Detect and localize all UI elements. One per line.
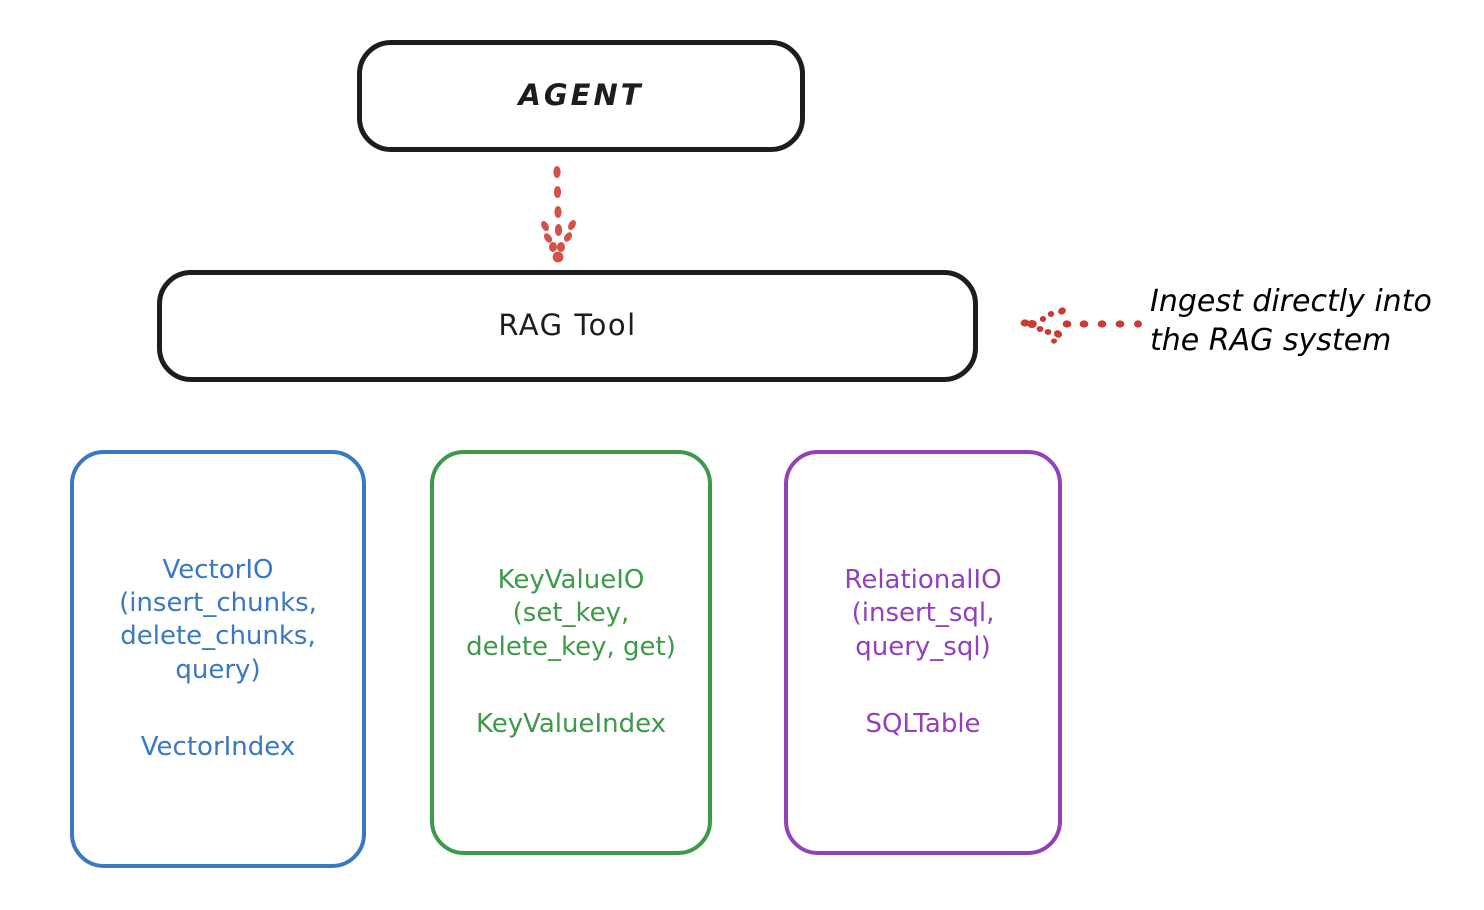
annotation-ingest-note: Ingest directly into the RAG system: [1150, 284, 1432, 358]
node-relational-io-api-label: RelationalIO (insert_sql, query_sql): [844, 564, 1002, 662]
node-rag-tool[interactable]: RAG Tool: [157, 270, 978, 382]
node-rag-tool-label: RAG Tool: [498, 308, 637, 343]
node-agent[interactable]: AGENT: [357, 40, 805, 152]
node-relational-io[interactable]: RelationalIO (insert_sql, query_sql) SQL…: [784, 450, 1062, 855]
node-vector-io-api-label: VectorIO (insert_chunks, delete_chunks, …: [119, 554, 317, 685]
node-key-value-io[interactable]: KeyValueIO (set_key, delete_key, get) Ke…: [430, 450, 712, 855]
connector-agent-to-rag-tool: [541, 166, 576, 263]
node-key-value-io-api-label: KeyValueIO (set_key, delete_key, get): [466, 564, 676, 662]
node-agent-label: AGENT: [518, 78, 644, 113]
node-vector-io-store-label: VectorIndex: [140, 731, 296, 762]
node-vector-io[interactable]: VectorIO (insert_chunks, delete_chunks, …: [70, 450, 366, 868]
connector-ingest-arrow: [1020, 307, 1142, 344]
node-key-value-io-store-label: KeyValueIndex: [475, 708, 667, 739]
node-relational-io-store-label: SQLTable: [865, 708, 981, 739]
